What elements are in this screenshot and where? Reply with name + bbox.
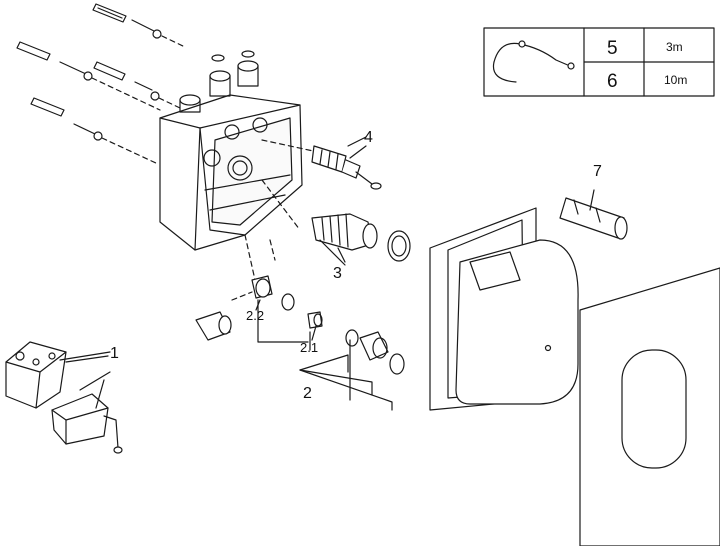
screw-plug-4 [30, 97, 159, 165]
cable-table [483, 27, 715, 97]
finishing-housing [429, 207, 579, 411]
screw-plug-1 [92, 3, 186, 48]
callout-2-1: 2.1 [300, 340, 318, 355]
table-row-1-part: 5 [607, 38, 618, 59]
leader-lines [59, 136, 367, 391]
screw-plug-3 [93, 61, 181, 109]
table-row-1-length: 3m [666, 40, 683, 54]
screws-and-plugs [16, 3, 186, 165]
part-3-cartridge [261, 179, 411, 263]
table-row-2-length: 10m [664, 73, 687, 87]
mounting-box [159, 50, 303, 251]
screw-plug-2 [16, 41, 161, 111]
callout-7: 7 [593, 163, 602, 180]
callout-2-2: 2.2 [246, 308, 264, 323]
callout-3: 3 [333, 265, 342, 282]
table-row-2-part: 6 [607, 71, 618, 92]
callout-1: 1 [110, 345, 119, 362]
cover-plate [579, 267, 720, 546]
part-1-electronic-unit [5, 341, 123, 454]
part-4-connector [261, 139, 382, 190]
part-2-fittings [195, 234, 405, 411]
top-connectors [179, 50, 259, 113]
part-7-tool [559, 189, 628, 240]
callout-2: 2 [303, 385, 312, 402]
callout-4: 4 [364, 129, 373, 146]
